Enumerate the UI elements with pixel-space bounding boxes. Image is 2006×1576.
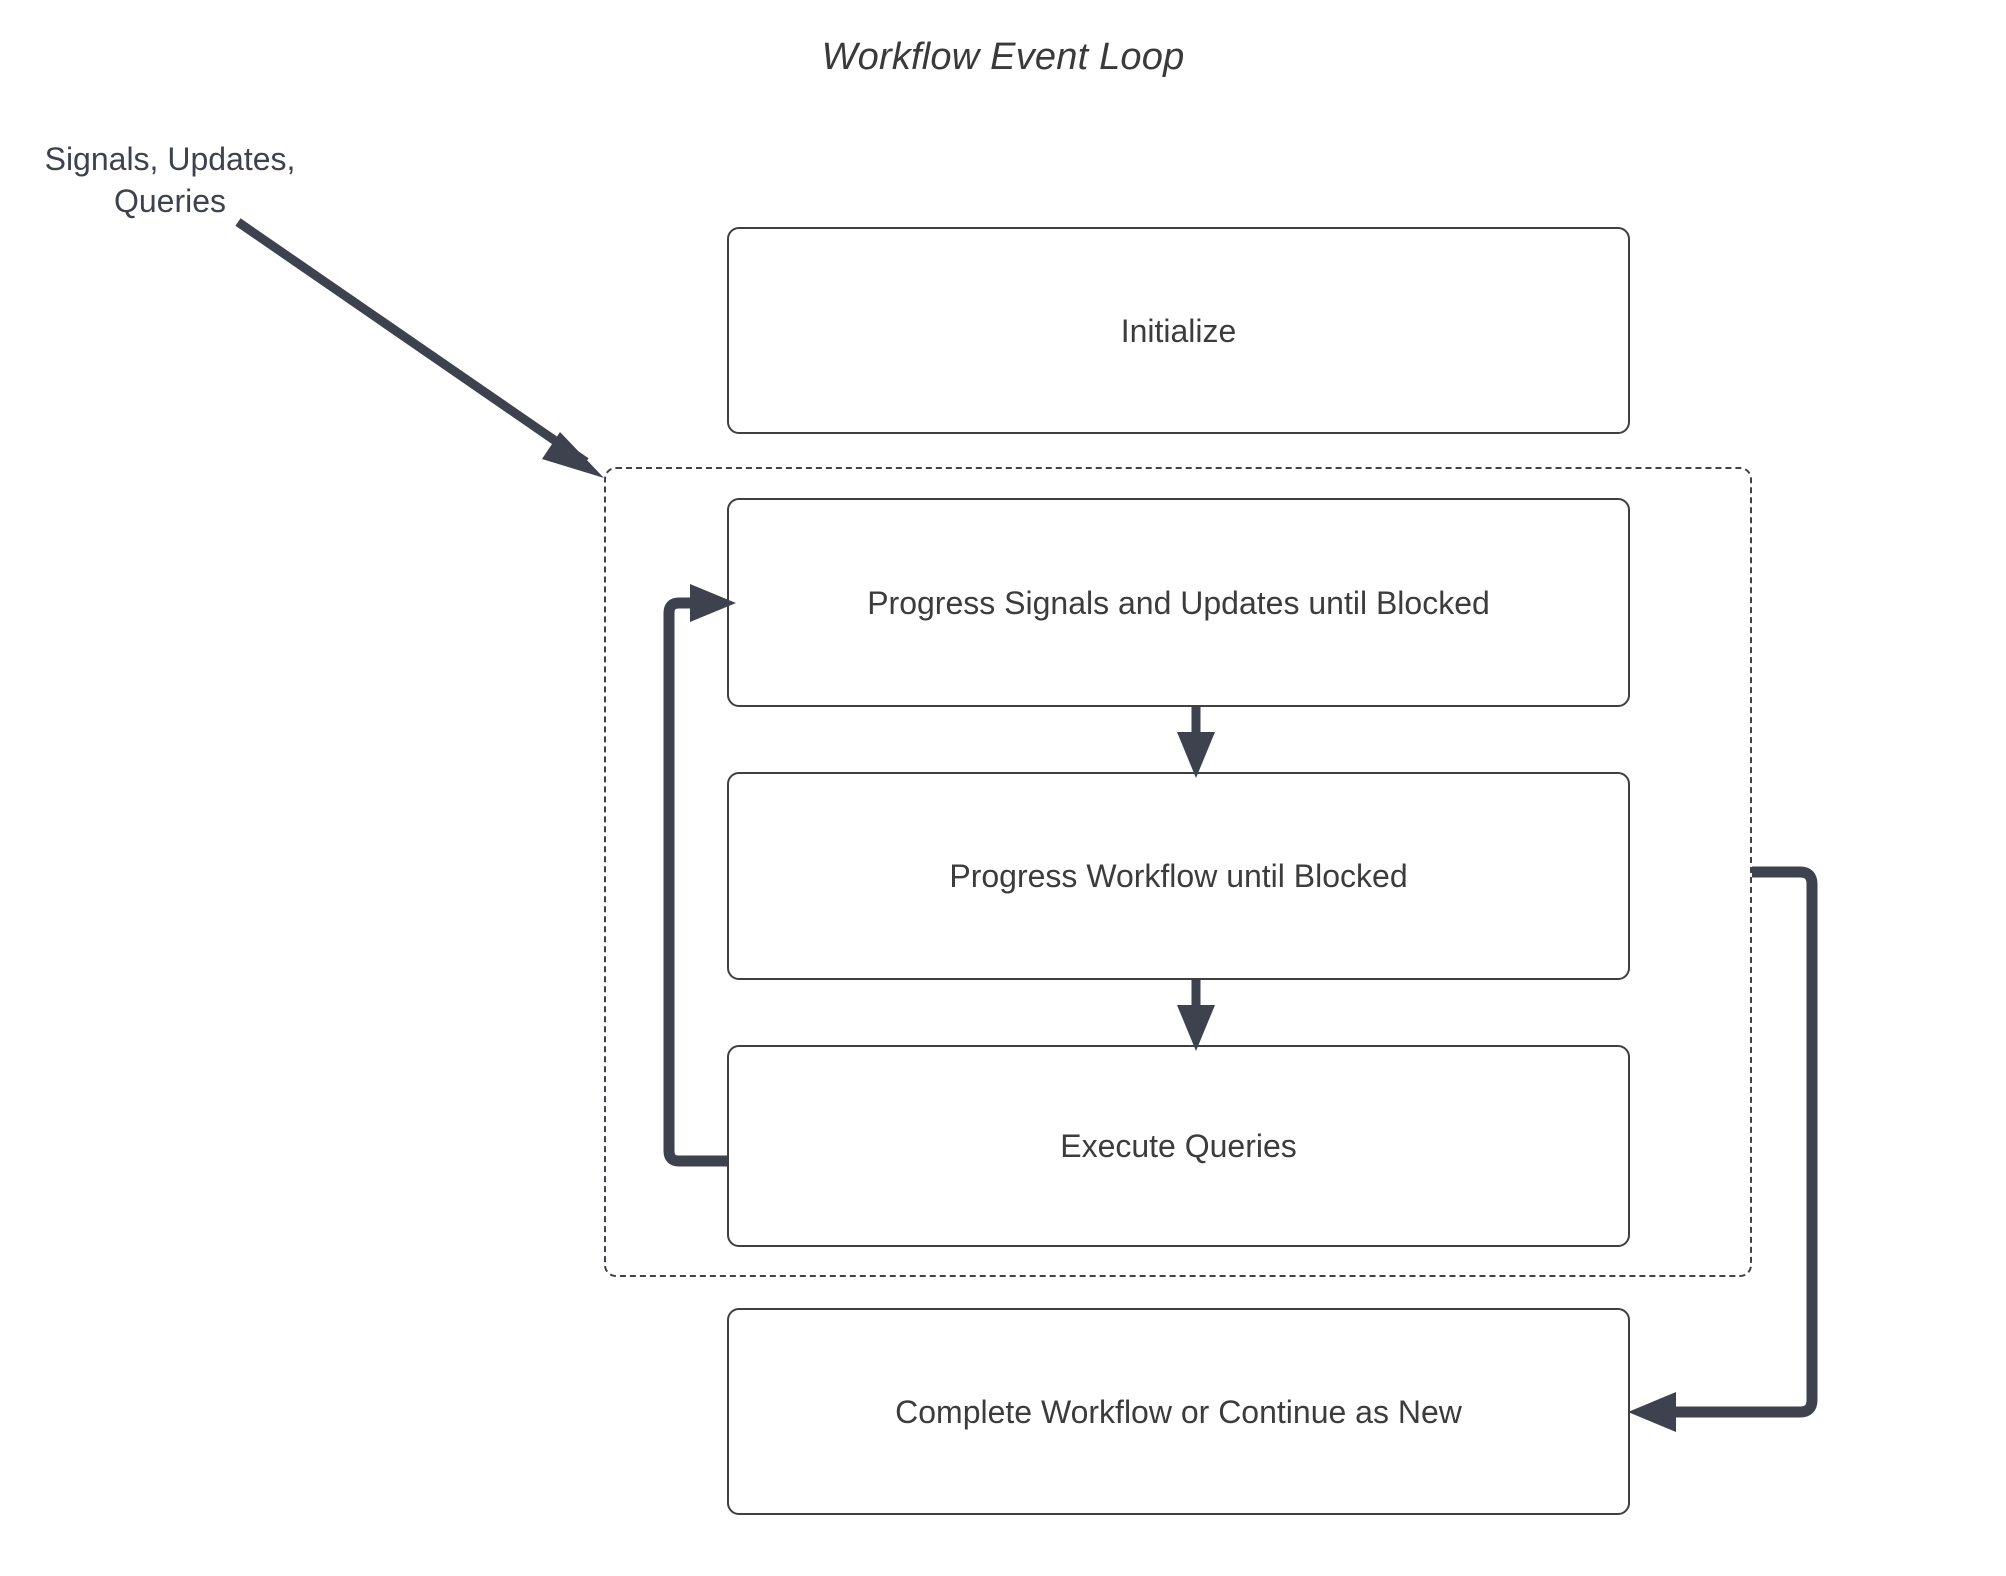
node-complete-workflow-label: Complete Workflow or Continue as New: [895, 1393, 1462, 1430]
node-progress-signals[interactable]: Progress Signals and Updates until Block…: [727, 498, 1630, 707]
node-initialize[interactable]: Initialize: [727, 227, 1630, 434]
node-progress-signals-label: Progress Signals and Updates until Block…: [867, 584, 1490, 621]
external-input-label: Signals, Updates, Queries: [30, 138, 310, 222]
node-progress-workflow[interactable]: Progress Workflow until Blocked: [727, 772, 1630, 980]
diagram-title: Workflow Event Loop: [821, 36, 1185, 78]
node-initialize-label: Initialize: [1120, 312, 1237, 349]
external-input-label-line-1: Signals, Updates,: [44, 141, 296, 177]
external-input-label-line-2: Queries: [113, 183, 227, 219]
node-complete-workflow[interactable]: Complete Workflow or Continue as New: [727, 1308, 1630, 1515]
node-execute-queries-label: Execute Queries: [1060, 1128, 1297, 1164]
node-execute-queries[interactable]: Execute Queries: [727, 1045, 1630, 1247]
node-progress-workflow-label: Progress Workflow until Blocked: [949, 858, 1408, 894]
edge-input-to-loop-icon: [235, 218, 604, 478]
